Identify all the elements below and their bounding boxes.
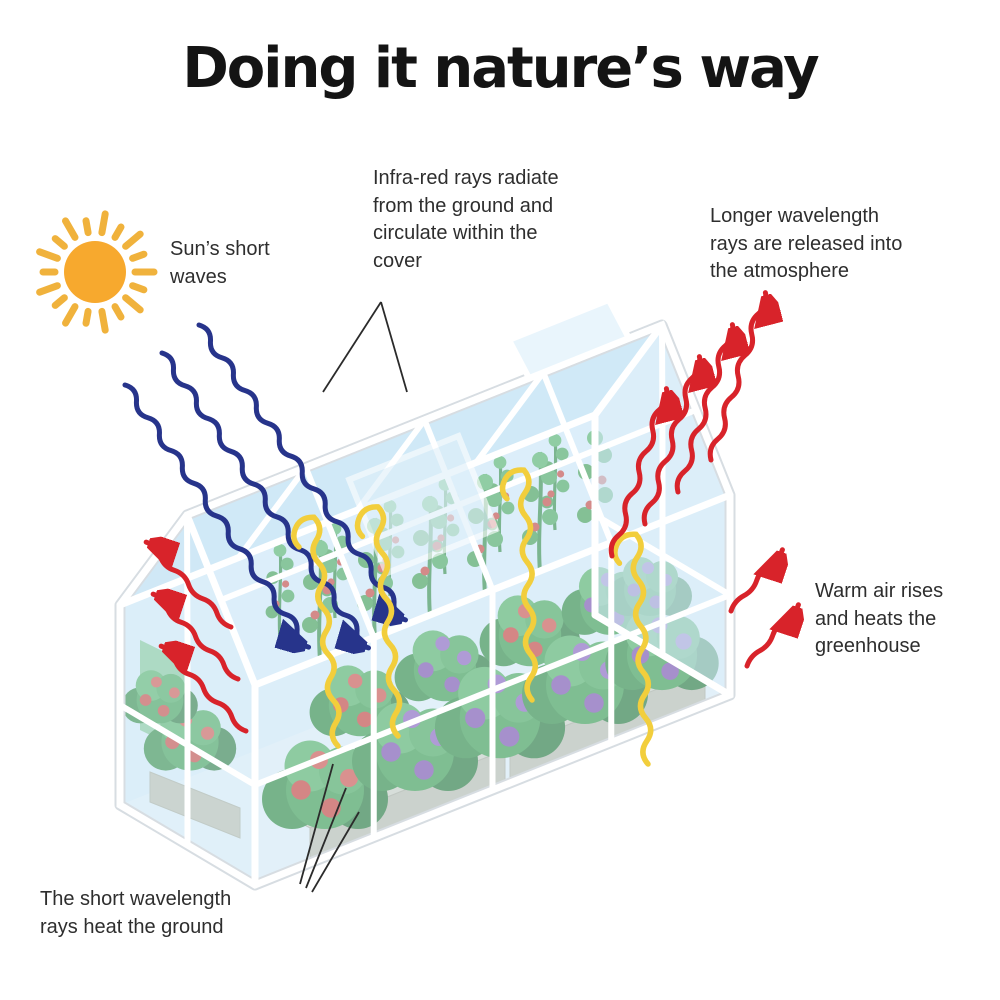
label-warm-air-rises: Warm air rises and heats the greenhouse [815,580,944,658]
sun-disc [64,241,126,303]
infrared-ray-arrows [291,467,654,767]
greenhouse-frame [116,320,734,889]
label-infrared-circulate: Infra-red rays radiate from the ground a… [373,167,559,272]
sun-short-wave-arrows [122,322,409,650]
sun-rays [36,210,158,334]
page-title: Doing it nature’s way [182,36,819,101]
label-longer-wavelength-released: Longer wavelength rays are released into… [710,205,903,283]
warm-air-arrows [144,540,800,734]
greenhouse [114,296,736,891]
sun-icon [36,210,158,334]
released-ray-arrows [608,290,769,559]
label-sun-short-waves: Sun’s short waves [170,238,270,288]
label-short-wavelength-ground: The short wavelength rays heat the groun… [40,888,232,938]
roof-vent-open [504,296,633,382]
label-pointer-lines [299,301,408,893]
